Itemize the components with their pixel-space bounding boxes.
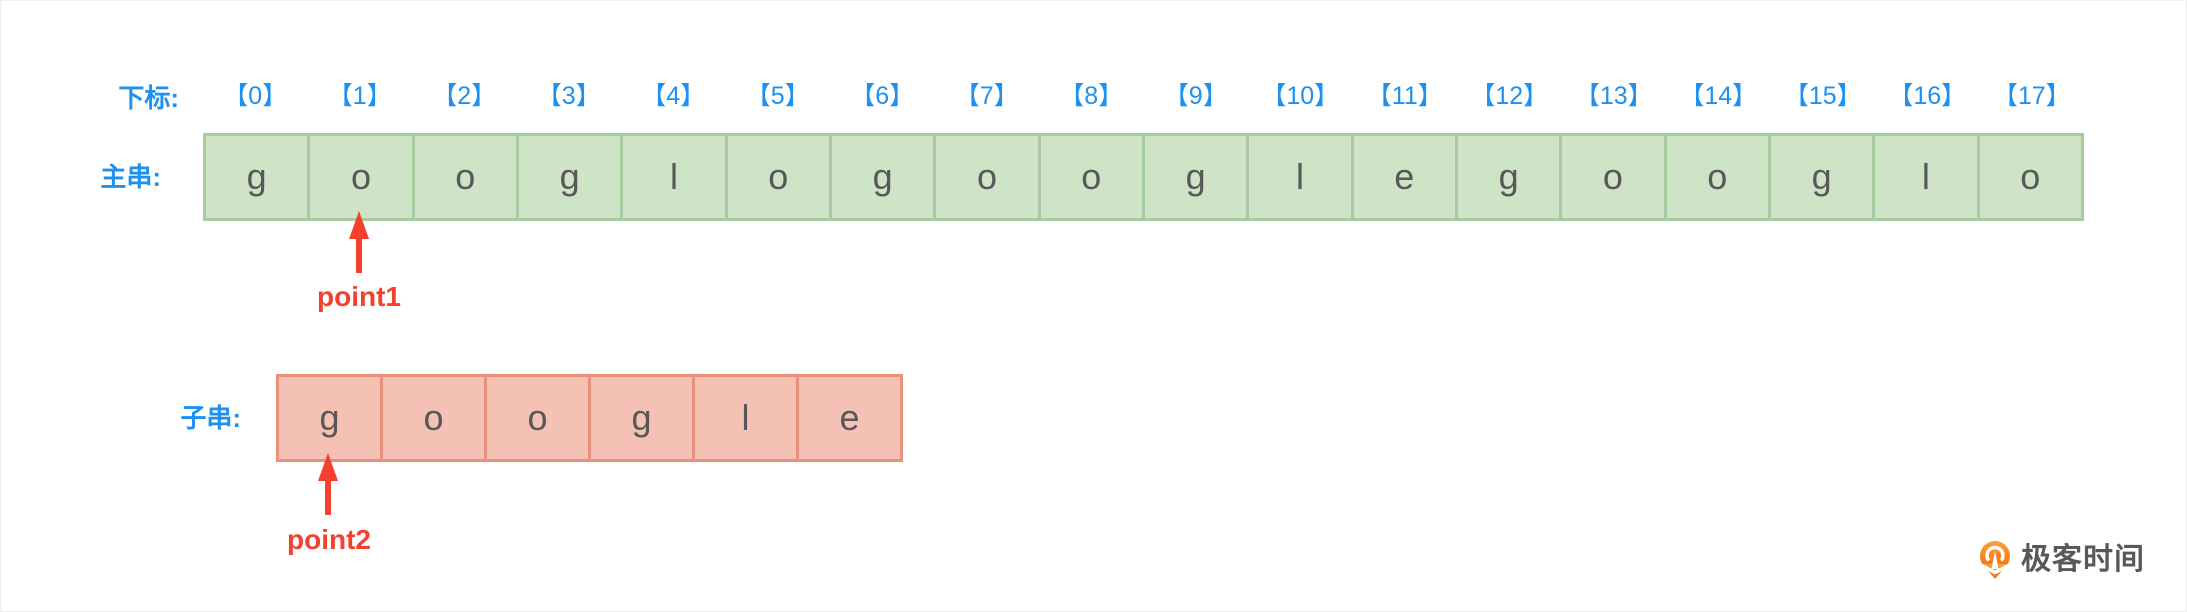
- main-string-cell: l: [1872, 133, 1980, 221]
- arrow-head: [349, 211, 369, 239]
- arrow-shaft: [325, 481, 331, 515]
- sub-string-cell: g: [276, 374, 383, 462]
- main-string-cell: o: [307, 133, 415, 221]
- index-label: 【4】: [641, 82, 706, 110]
- point1-label: point1: [317, 281, 401, 312]
- index-label: 【8】: [1059, 82, 1124, 110]
- main-string-cell: o: [411, 133, 519, 221]
- main-string-cell: o: [724, 133, 832, 221]
- main-string-label: 主串:: [100, 162, 161, 192]
- sub-string-label: 子串:: [180, 403, 241, 433]
- index-label: 【3】: [536, 82, 601, 110]
- main-string-cell: o: [1559, 133, 1667, 221]
- main-string-cell: o: [1663, 133, 1771, 221]
- geektime-logo-text: 极客时间: [2021, 543, 2145, 576]
- point2-label: point2: [287, 524, 371, 555]
- index-label: 【14】: [1679, 82, 1758, 110]
- geektime-clock-pin-icon: [1980, 541, 2010, 579]
- main-string-cell: g: [203, 133, 311, 221]
- index-row-label: 下标:: [118, 83, 179, 113]
- sub-string-cell: l: [692, 374, 799, 462]
- main-string-cell: o: [1037, 133, 1145, 221]
- arrow-head: [318, 453, 338, 481]
- main-string-cell: g: [1767, 133, 1876, 221]
- main-string-cell: o: [1976, 133, 2084, 221]
- sub-string-cell: o: [484, 374, 591, 462]
- index-label: 【11】: [1366, 82, 1443, 110]
- index-label: 【15】: [1783, 82, 1862, 110]
- index-label: 【17】: [1992, 82, 2071, 110]
- main-string-cell: e: [1350, 133, 1458, 221]
- point2-arrow-icon: [318, 453, 338, 515]
- index-label: 【2】: [432, 82, 497, 110]
- index-label: 【13】: [1574, 82, 1653, 110]
- main-string-cell: l: [1246, 133, 1354, 221]
- index-label: 【10】: [1261, 82, 1340, 110]
- sub-string-cell: o: [380, 374, 487, 462]
- geektime-logo: 极客时间: [1976, 540, 2145, 580]
- point1-arrow-icon: [349, 211, 369, 273]
- main-string-cell: o: [933, 133, 1041, 221]
- sub-string-cell: e: [796, 374, 903, 462]
- index-row: 【0】【1】【2】【3】【4】【5】【6】【7】【8】【9】【10】【11】【1…: [203, 79, 2084, 113]
- index-label: 【6】: [850, 82, 915, 110]
- index-label: 【12】: [1470, 82, 1549, 110]
- index-label: 【5】: [745, 82, 810, 110]
- arrow-shaft: [356, 239, 362, 273]
- sub-string-cell: g: [588, 374, 695, 462]
- index-label: 【0】: [223, 82, 288, 110]
- main-string-cell: l: [620, 133, 728, 221]
- index-label: 【7】: [954, 82, 1019, 110]
- main-string-cell: g: [1454, 133, 1563, 221]
- main-string-cell: g: [515, 133, 624, 221]
- main-string-cell: g: [828, 133, 937, 221]
- index-label: 【9】: [1163, 82, 1228, 110]
- index-label: 【1】: [327, 82, 392, 110]
- index-label: 【16】: [1888, 82, 1967, 110]
- main-string-cell: g: [1141, 133, 1250, 221]
